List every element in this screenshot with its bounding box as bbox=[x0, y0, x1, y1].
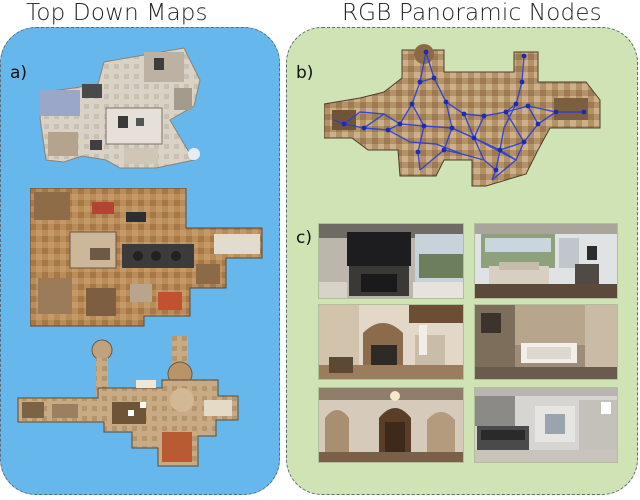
label-a: a) bbox=[10, 63, 28, 83]
right-panel-title: RGB Panoramic Nodes bbox=[342, 0, 602, 26]
panoramic-node-graph bbox=[324, 44, 601, 187]
panorama-photo-sofa-windows bbox=[475, 224, 617, 298]
label-c: c) bbox=[296, 228, 312, 248]
top-down-map-1 bbox=[39, 47, 201, 169]
panorama-photo-hallway-arches bbox=[319, 388, 463, 462]
left-panel-title: Top Down Maps bbox=[26, 0, 208, 26]
panorama-photo-living-room-fireplace bbox=[319, 224, 463, 298]
label-b: b) bbox=[296, 63, 314, 83]
top-down-map-3 bbox=[17, 336, 239, 467]
panorama-photo-modern-kitchen bbox=[475, 388, 617, 462]
top-down-map-2 bbox=[30, 188, 263, 327]
panorama-photo-bathroom-tub bbox=[475, 305, 617, 379]
panorama-photo-arched-kitchen bbox=[319, 305, 463, 379]
